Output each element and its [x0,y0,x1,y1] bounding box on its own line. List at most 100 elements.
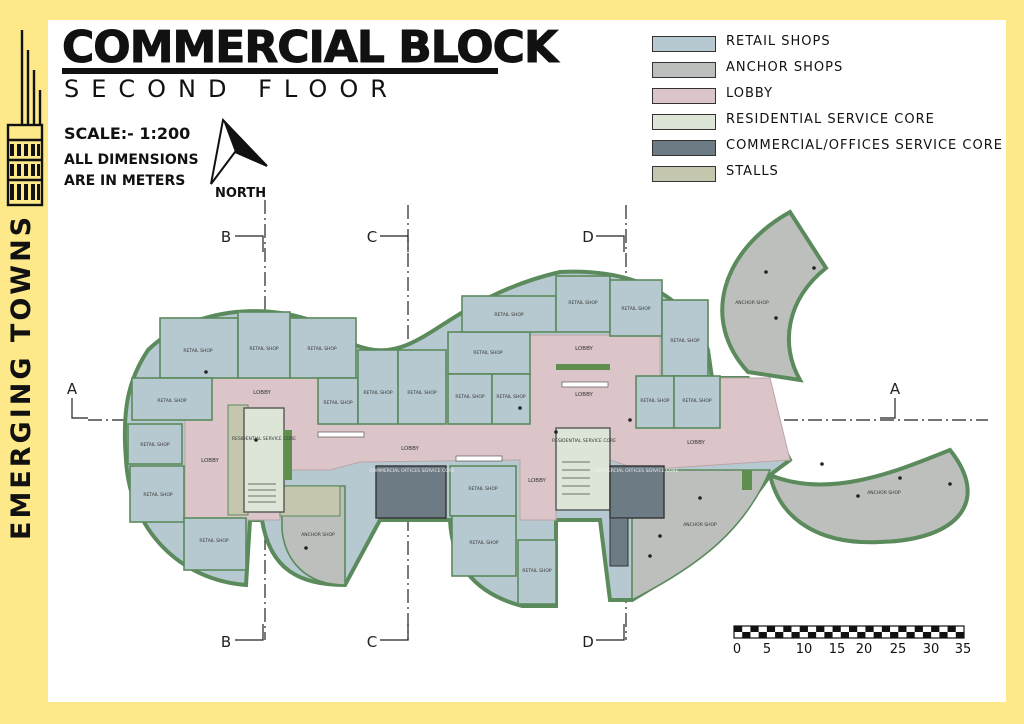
commercial-service-core-right [609,465,665,519]
scale-bar-segment [766,626,776,632]
north-arrow-icon [210,118,268,185]
retail-shops [127,275,721,605]
scale-bar-segment [947,626,956,632]
lobby-label-1: LOBBY [253,390,271,396]
scale-bar-segment [914,626,923,632]
retail-label-10: RETAIL SHOP [407,390,436,396]
legend-label: RETAIL SHOPS [726,34,831,49]
scale-bar-segment [775,632,784,638]
retail-label-16: RETAIL SHOP [621,306,650,312]
scale-note: SCALE:- 1:200 [64,124,191,143]
anchor-shop-crescent [720,209,829,383]
scale-bar-segment [857,632,866,638]
legend-swatch [652,140,716,156]
scale-bar-segment [742,632,751,638]
brand-sidebar: EMERGING TOWNS [0,0,48,724]
section-a-right-label: A [890,380,901,398]
bench-icons [317,381,609,462]
retail-label-20: RETAIL SHOP [468,486,497,492]
drawing-subtitle: SECOND FLOOR [64,75,399,103]
section-d-bottom-label: D [582,633,594,651]
column-dots [204,266,952,558]
scale-tick-label: 25 [890,642,907,657]
retail-label-11: RETAIL SHOP [473,350,502,356]
scale-bar-segment [881,626,891,632]
retail-label-6: RETAIL SHOP [143,492,172,498]
retail-label-22: RETAIL SHOP [522,568,551,574]
retail-label-2: RETAIL SHOP [249,346,278,352]
stalls-center [279,485,341,517]
lobby-label-7: LOBBY [687,440,705,446]
section-a-left-label: A [67,380,78,398]
scale-bar-segment [840,632,849,638]
retail-label-8: RETAIL SHOP [323,400,352,406]
scale-tick-label: 5 [763,642,771,657]
legend-swatch [652,88,716,104]
commercial-core-label-1: COMMERCIAL OFFICES SERVICE CORE [369,468,454,474]
north-label: NORTH [215,186,267,201]
section-c-top-label: C [367,228,377,246]
scale-bar-segment [865,626,874,632]
legend-label: STALLS [726,164,779,179]
retail-shop-labels: RETAIL SHOP RETAIL SHOP RETAIL SHOP RETA… [140,300,711,574]
lobby-label-4: LOBBY [575,346,593,352]
residential-core-label-1: RESIDENTIAL SERVICE CORE [232,436,296,442]
residential-service-core-left [243,407,285,513]
retail-label-7: RETAIL SHOP [199,538,228,544]
scale-tick-label: 10 [796,642,813,657]
scale-bar-segment [873,632,882,638]
scale-bar-segment [807,632,817,638]
stair-icons [248,461,590,503]
scale-bar-segment [750,626,759,632]
scale-bar-segment [824,632,833,638]
skyline-logo-icon [6,30,44,207]
retail-label-12: RETAIL SHOP [455,394,484,400]
legend-label: ANCHOR SHOPS [726,60,844,75]
section-b-top-label: B [221,228,231,246]
scale-bar-segment [939,632,948,638]
anchor-label-1: ANCHOR SHOP [735,300,769,306]
scale-bar-segment [898,626,907,632]
legend-swatch [652,62,716,78]
retail-label-14: RETAIL SHOP [494,312,523,318]
drawing-title: COMMERCIAL BLOCK [61,22,558,74]
anchor-shop-lower-middle [631,469,772,602]
anchor-shop-labels: ANCHOR SHOP ANCHOR SHOP ANCHOR SHOP ANCH… [301,300,901,538]
scale-bar-segment [816,626,825,632]
scale-bar-segment [758,632,767,638]
scale-bar-segment [799,626,808,632]
scale-bar-segment [734,626,743,632]
retail-label-9: RETAIL SHOP [363,390,392,396]
retail-label-15: RETAIL SHOP [568,300,597,306]
anchor-label-4: ANCHOR SHOP [301,532,335,538]
lobby-label-2: LOBBY [201,458,219,464]
section-c-bottom-label: C [367,633,377,651]
scale-bar-segment [931,626,940,632]
scale-bar-segment [832,626,841,632]
dimensions-note-line1: ALL DIMENSIONS [64,152,199,168]
scale-tick-label: 30 [923,642,940,657]
retail-label-21: RETAIL SHOP [469,540,498,546]
scale-bar-segment [890,632,899,638]
scale-bar [733,625,965,639]
scale-bar-segment [849,626,858,632]
retail-label-4: RETAIL SHOP [157,398,186,404]
anchor-label-2: ANCHOR SHOP [867,490,901,496]
scale-bar-segment [783,626,792,632]
dimensions-note-line2: ARE IN METERS [64,173,186,189]
title-underline [62,68,498,74]
commercial-core-label-2: COMMERCIAL OFFICES SERVICE CORE [593,468,678,474]
commercial-service-core-stair [609,517,629,567]
lobby-label-5: LOBBY [575,392,593,398]
scale-bar-segment [955,632,964,638]
legend-swatch [652,36,716,52]
scale-tick-label: 35 [955,642,972,657]
legend-swatch [652,166,716,182]
lobby-label-6: LOBBY [528,478,546,484]
retail-label-5: RETAIL SHOP [140,442,169,448]
legend-label: LOBBY [726,86,774,101]
section-b-bottom-label: B [221,633,231,651]
legend-label: RESIDENTIAL SERVICE CORE [726,112,935,127]
